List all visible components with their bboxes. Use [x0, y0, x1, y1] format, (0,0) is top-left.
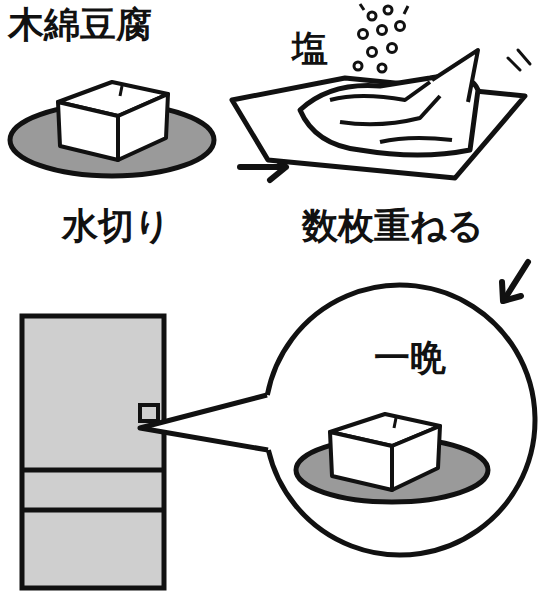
- tofu-on-plate: [10, 82, 214, 176]
- tofu-on-plate: [296, 414, 488, 502]
- bubble-outline: [267, 285, 535, 555]
- ingredient-label: 塩: [292, 28, 328, 69]
- paper-towel-tofu: [232, 50, 525, 178]
- bubble-outline: [265, 285, 535, 555]
- time-label: 一晩: [265, 285, 550, 378]
- step-label: 水切り: [62, 205, 171, 246]
- step-arrow: [502, 262, 528, 301]
- salt-grains: [354, 4, 408, 72]
- refrigerator: [22, 316, 164, 588]
- item-label: 木綿豆腐: [8, 4, 152, 45]
- speech-bubble-fill: [140, 286, 534, 554]
- speech-bubble: 一晩: [265, 285, 550, 555]
- step-label: 数枚重ねる: [302, 205, 484, 246]
- motion-lines: [508, 50, 530, 70]
